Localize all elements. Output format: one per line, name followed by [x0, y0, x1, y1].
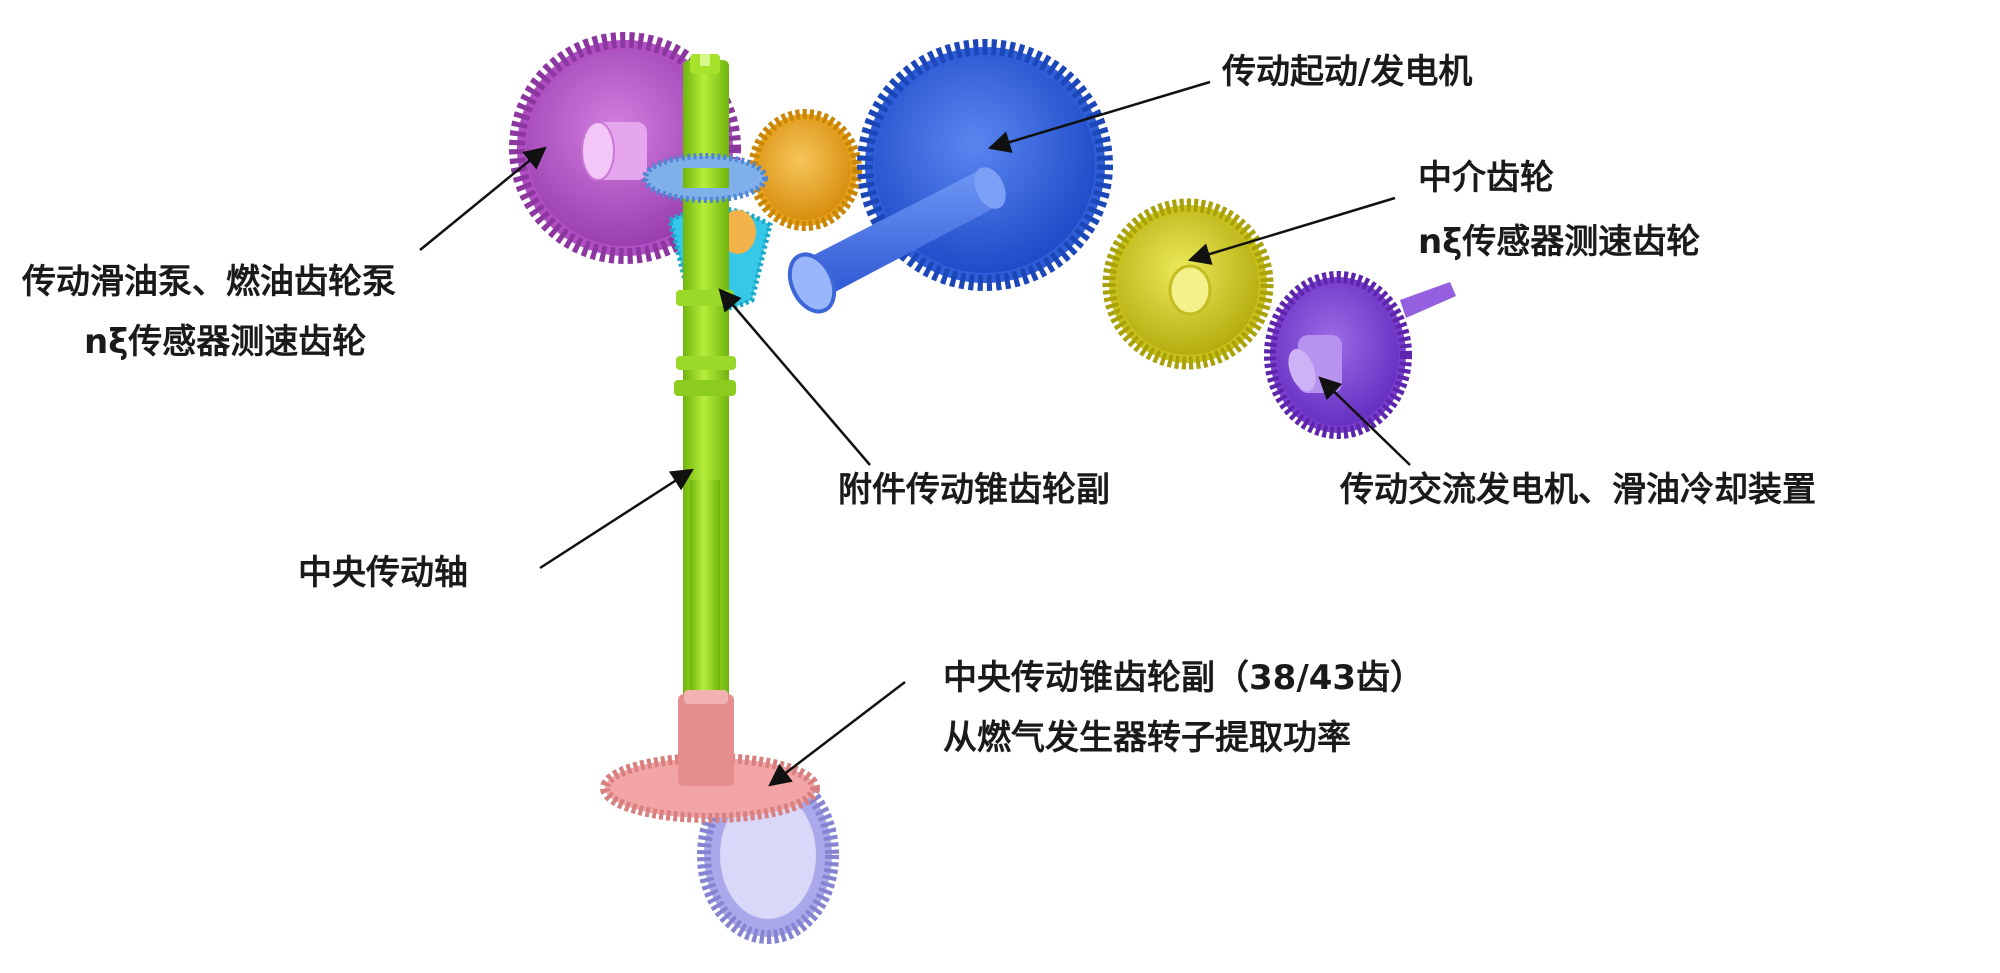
central-bevel-gear	[600, 690, 839, 944]
label-central-bevel: 中央传动锥齿轮副（38/43齿）	[943, 658, 1425, 698]
starter-generator-gear	[787, 39, 1113, 314]
label-accessory-bevel: 附件传动锥齿轮副	[838, 470, 1110, 510]
label-idler-gear: 中介齿轮	[1418, 158, 1554, 198]
label-lube-pump-sensor: nξ传感器测速齿轮	[84, 322, 367, 362]
label-central-shaft: 中央传动轴	[298, 553, 468, 593]
label-lube-pump: 传动滑油泵、燃油齿轮泵	[22, 262, 396, 302]
label-alternator: 传动交流发电机、滑油冷却装置	[1340, 470, 1816, 510]
central-shaft	[642, 54, 768, 700]
leader-arrows	[419, 80, 1411, 787]
alternator-gear	[1264, 271, 1456, 439]
label-starter-generator: 传动起动/发电机	[1222, 52, 1473, 92]
label-central-bevel-note: 从燃气发生器转子提取功率	[943, 718, 1351, 758]
orange-gear	[748, 109, 862, 231]
label-idler-sensor: nξ传感器测速齿轮	[1418, 222, 1701, 262]
idler-gear	[1102, 198, 1274, 370]
